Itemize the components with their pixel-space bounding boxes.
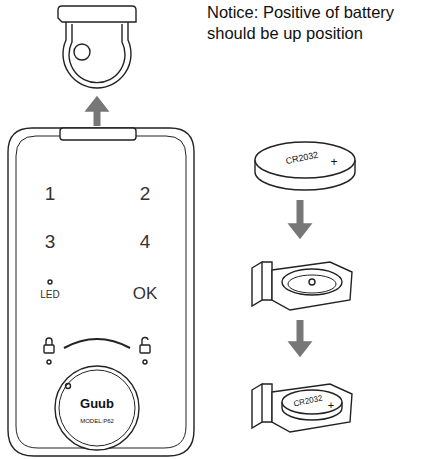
model-number: MODEL:P62	[80, 418, 114, 425]
key-label: 1	[45, 183, 56, 205]
key-label: 3	[45, 231, 56, 253]
brand-name: Guub	[80, 397, 114, 412]
polarity-mark: +	[330, 156, 337, 170]
polarity-mark: +	[328, 399, 334, 412]
led-label: LED	[40, 289, 59, 301]
notice-text: Notice: Positive of battery should be up…	[207, 2, 425, 43]
key-label: OK	[133, 284, 158, 304]
key-label: 2	[140, 183, 151, 205]
key-label: 4	[140, 231, 151, 253]
